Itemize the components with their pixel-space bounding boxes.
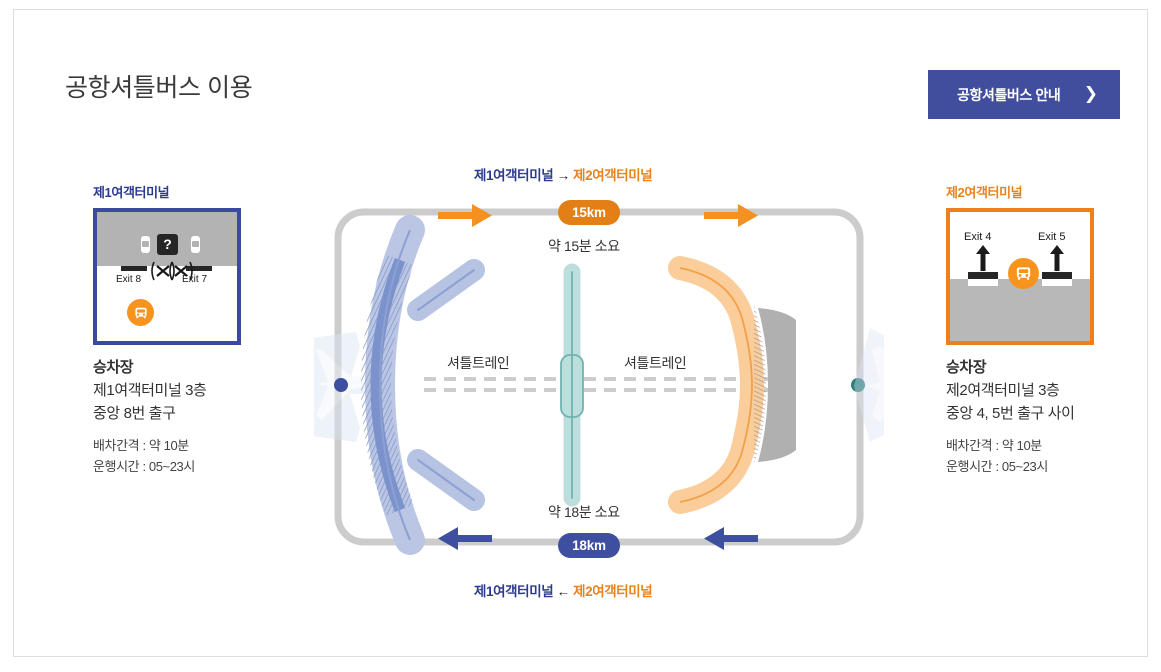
up-arrow-icon	[1050, 245, 1064, 271]
terminal1-heading: 제1여객터미널	[93, 185, 170, 200]
ground-area	[950, 279, 1090, 341]
terminal2-panel: 제2여객터미널 Exit 4 Exit 5	[946, 182, 1156, 477]
terminal2-schedule-info: 배차간격 : 약 10분 운행시간 : 05~23시	[946, 435, 1156, 477]
content-frame: 공항셔틀버스 이용 공항셔틀버스 안내 ❯ 제1여객터미널 ?	[13, 9, 1148, 657]
terminal1-interval: 배차간격 : 약 10분	[93, 438, 189, 453]
platform-edge	[1042, 272, 1072, 279]
route-arrow-bottom-right	[704, 527, 758, 550]
car-icon	[141, 236, 150, 253]
route-title-top: 제1여객터미널 → 제2여객터미널	[474, 164, 653, 184]
terminal1-map-node	[334, 378, 348, 392]
shuttle-train-label-left: 셔틀트레인	[447, 355, 510, 371]
information-kiosk-icon: ?	[157, 234, 178, 255]
shuttle-route-map: 제1여객터미널 → 제2여객터미널 15km 약 15분 소요 셔틀트레인 셔틀…	[314, 150, 884, 615]
platform-edge	[968, 272, 998, 279]
terminal1-stop-title: 승차장	[93, 359, 134, 376]
terminal2-building-shape	[668, 256, 865, 514]
shuttle-bus-guide-label: 공항셔틀버스 안내	[957, 87, 1061, 103]
terminal1-schedule-info: 배차간격 : 약 10분 운행시간 : 05~23시	[93, 435, 303, 477]
shuttle-train-label-right: 셔틀트레인	[624, 355, 687, 371]
crosswalk-icon	[151, 261, 175, 281]
route-bottom-from: 제1여객터미널	[474, 584, 554, 599]
route-top-to: 제2여객터미널	[573, 168, 653, 183]
terminal1-stop-line-1: 제1여객터미널 3층	[93, 382, 207, 399]
terminal1-panel: 제1여객터미널 ? Exit 8 E	[93, 182, 303, 477]
terminal2-exit-left-label: Exit 4	[964, 231, 992, 243]
crosswalk-icon	[169, 261, 193, 281]
terminal2-exit-right-label: Exit 5	[1038, 231, 1066, 243]
route-top-duration: 약 15분 소요	[548, 238, 620, 254]
terminal1-operating-hours: 운행시간 : 05~23시	[93, 459, 195, 474]
platform-riser	[968, 277, 998, 286]
terminal2-stop-line-1: 제2여객터미널 3층	[946, 382, 1060, 399]
route-title-bottom: 제1여객터미널 ← 제2여객터미널	[474, 580, 653, 600]
shuttle-bus-guide-button[interactable]: 공항셔틀버스 안내 ❯	[928, 70, 1120, 119]
terminal1-diagram: ? Exit 8 Exit 7	[93, 208, 241, 345]
shuttle-train-track	[424, 377, 774, 392]
route-map-graphic	[314, 204, 884, 555]
up-arrow-icon	[976, 245, 990, 271]
route-top-distance-badge: 15km	[558, 200, 620, 225]
terminal1-stop-line-2: 중앙 8번 출구	[93, 405, 176, 422]
terminal1-stop-info: 승차장 제1여객터미널 3층 중앙 8번 출구 배차간격 : 약 10분 운행시…	[93, 357, 303, 477]
chevron-right-icon: ❯	[1083, 84, 1098, 103]
route-arrow-top-right	[704, 204, 758, 227]
terminal2-stop-title: 승차장	[946, 359, 987, 376]
platform-riser	[1042, 277, 1072, 286]
airplane-icon-right	[854, 328, 884, 442]
route-arrow-top-left	[438, 204, 492, 227]
route-bottom-duration: 약 18분 소요	[548, 504, 620, 520]
route-arrow-bottom-left	[438, 527, 492, 550]
terminal1-exit-left-label: Exit 8	[116, 274, 142, 285]
page-title: 공항셔틀버스 이용	[65, 74, 253, 102]
terminal2-diagram: Exit 4 Exit 5	[946, 208, 1094, 345]
left-arrow-icon: ←	[556, 584, 571, 599]
terminal2-operating-hours: 운행시간 : 05~23시	[946, 459, 1048, 474]
route-top-from: 제1여객터미널	[474, 168, 554, 183]
center-concourse-shape	[560, 263, 584, 507]
terminal1-building-shape	[334, 215, 485, 555]
terminal2-map-node	[851, 378, 865, 392]
route-bottom-to: 제2여객터미널	[573, 584, 653, 599]
terminal2-stop-line-2: 중앙 4, 5번 출구 사이	[946, 405, 1075, 422]
terminal2-interval: 배차간격 : 약 10분	[946, 438, 1042, 453]
terminal2-stop-info: 승차장 제2여객터미널 3층 중앙 4, 5번 출구 사이 배차간격 : 약 1…	[946, 357, 1156, 477]
right-arrow-icon: →	[556, 168, 571, 183]
curb-marker	[186, 266, 212, 271]
bus-icon	[1008, 258, 1039, 289]
terminal2-heading: 제2여객터미널	[946, 185, 1023, 200]
curb-marker	[121, 266, 147, 271]
terminal1-exit-right-label: Exit 7	[182, 274, 208, 285]
car-icon	[191, 236, 200, 253]
route-bottom-distance-badge: 18km	[558, 533, 620, 558]
bus-icon	[127, 299, 154, 326]
